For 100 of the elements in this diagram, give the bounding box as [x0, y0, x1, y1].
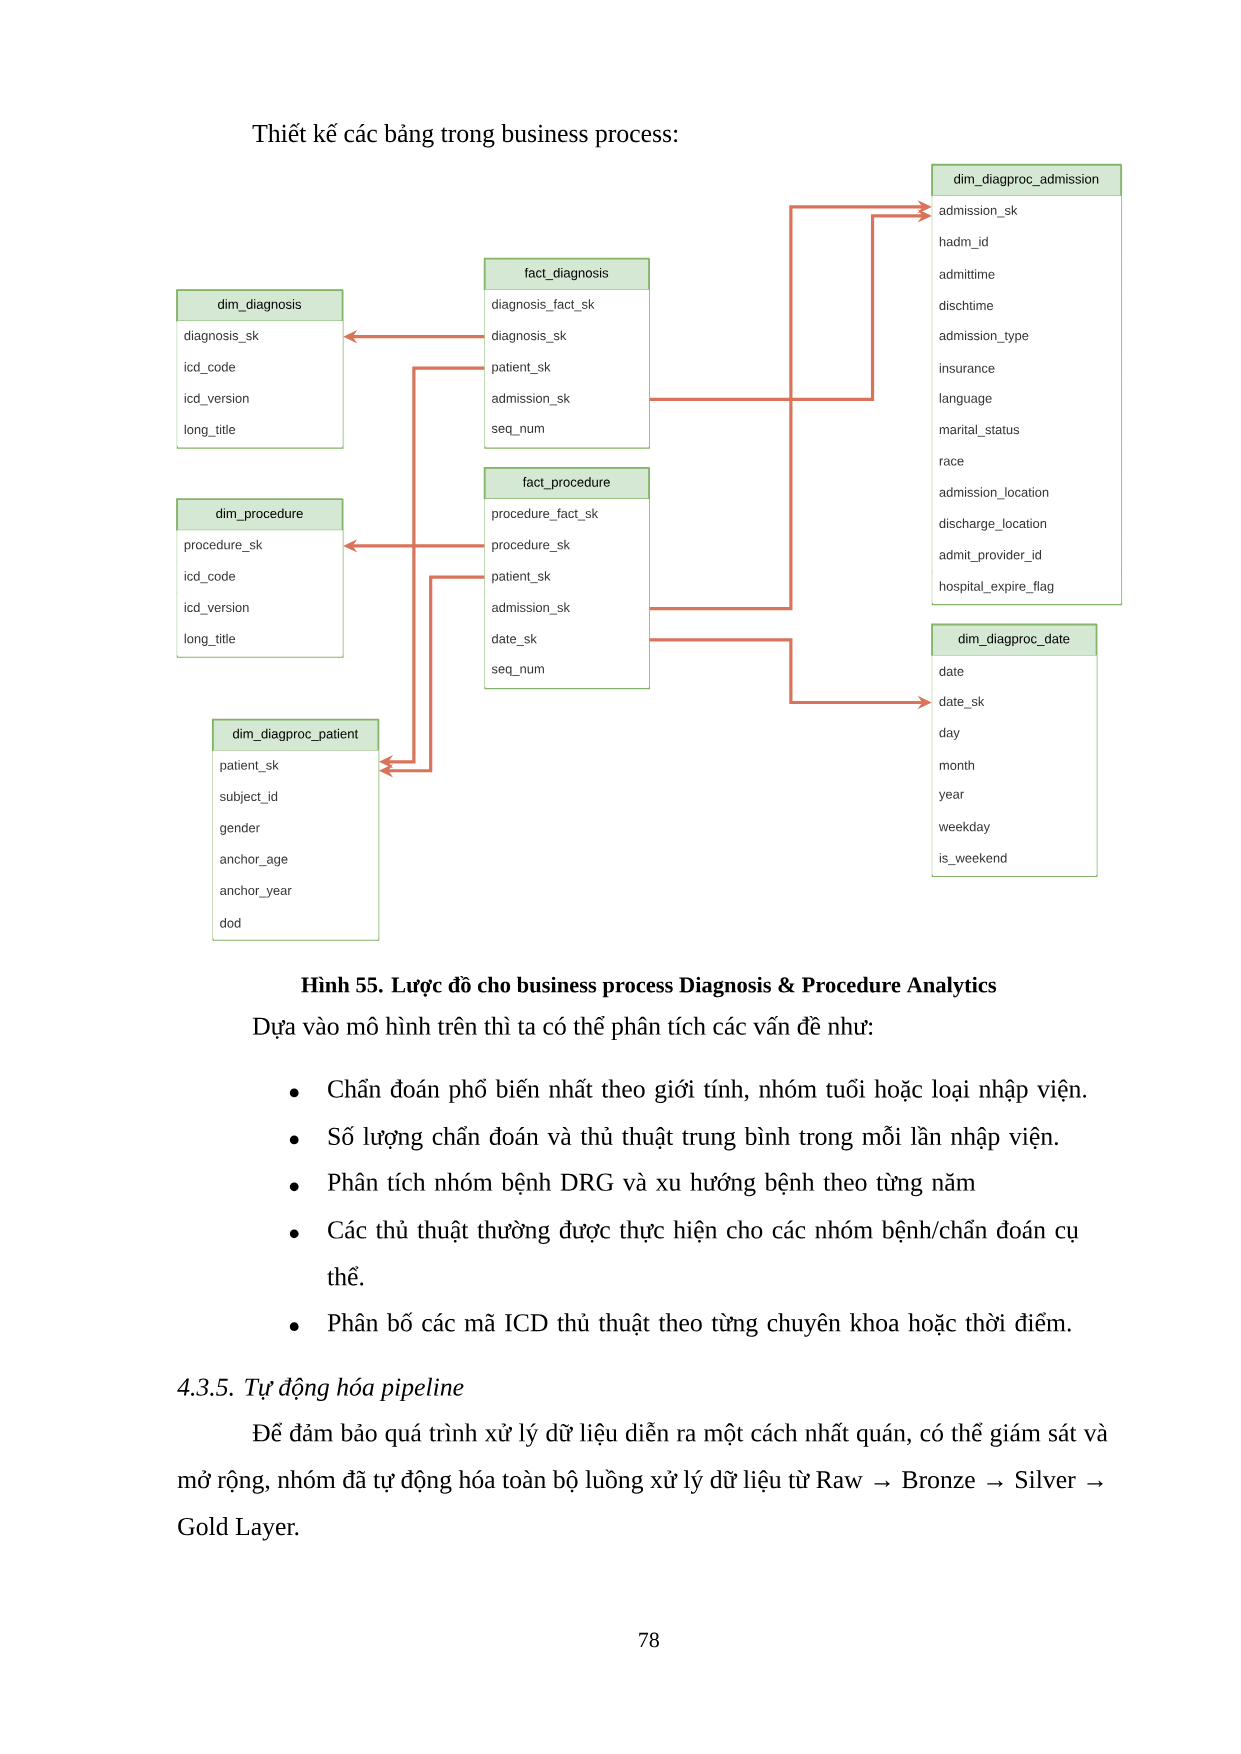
table-row: anchor_year	[213, 875, 379, 908]
node-label: long_title	[184, 633, 236, 646]
table-row: procedure_sk	[177, 530, 343, 562]
table-row: month	[932, 749, 1097, 781]
table-row: year	[932, 780, 1097, 813]
table-row: seq_num	[485, 655, 650, 687]
table-row: procedure_fact_sk	[485, 498, 650, 531]
table-row: dod	[213, 907, 379, 939]
node-label: seq_num	[492, 425, 545, 436]
node-label: icd_version	[184, 393, 249, 406]
node-label: anchor_age	[220, 854, 288, 867]
table-row: gender	[213, 813, 379, 845]
caption: Hình 55. Lược đồ cho business process Diagnosis & Procedure Analytics	[301, 975, 997, 998]
node-label: month	[939, 760, 975, 770]
table-row: date_sk	[485, 624, 650, 656]
table-row: long_title	[177, 624, 343, 656]
table-row: admission_sk	[932, 195, 1122, 228]
table-row: icd_code	[177, 352, 343, 384]
node-label: admission_location	[939, 487, 1049, 500]
table-row: weekday	[932, 812, 1097, 844]
node-label: race	[939, 458, 964, 466]
table-row: patient_sk	[485, 352, 650, 384]
node-label: date	[939, 666, 964, 676]
node-label: date_sk	[492, 633, 538, 646]
node-label: patient_sk	[492, 362, 551, 375]
node-label: admittime	[939, 269, 995, 279]
node-label: patient_sk	[492, 571, 551, 584]
node-label: dischtime	[939, 300, 994, 311]
table-row: discharge_location	[932, 509, 1122, 541]
node-label: weekday	[939, 821, 991, 834]
table-row: day	[932, 718, 1097, 750]
node-label: year	[939, 791, 965, 802]
list-item: Các thủ thuật thường được thực hiện cho các nhóm bệnh/chẩn đoán cụ thể.	[327, 1219, 1079, 1286]
node-label: marital_status	[939, 424, 1020, 437]
table-row: admittime	[932, 258, 1122, 290]
node-label: diagnosis_fact_sk	[492, 299, 595, 312]
node-label: is_weekend	[940, 853, 1007, 866]
table-row: insurance	[932, 352, 1122, 384]
node-label: procedure_sk	[184, 539, 263, 552]
node-label: date_sk	[939, 696, 985, 709]
table-row: dischtime	[932, 289, 1122, 322]
table-row: hospital_expire_flag	[932, 571, 1122, 603]
node-label: admission_sk	[492, 602, 571, 615]
table-row: admission_sk	[485, 592, 650, 625]
node-label: day	[939, 727, 960, 740]
table-row: icd_version	[177, 383, 343, 415]
table-row: icd_code	[177, 561, 343, 593]
node-label: hadm_id	[940, 236, 989, 249]
table-row: admission_location	[932, 477, 1122, 509]
node-label: seq_num	[492, 666, 545, 677]
node-label: procedure_fact_sk	[492, 508, 599, 521]
node-label: language	[940, 393, 992, 406]
table-row: marital_status	[932, 415, 1122, 447]
node-label: admission_type	[939, 330, 1029, 343]
node-label: anchor_year	[220, 885, 292, 898]
table-row: is_weekend	[932, 843, 1097, 875]
node-label: insurance	[940, 363, 995, 373]
table-row: admission_type	[932, 321, 1122, 353]
list-item: Chẩn đoán phổ biến nhất theo giới tính, nhóm tuổi hoặc loại nhập viện.	[328, 1078, 1087, 1103]
table-row: diagnosis_fact_sk	[485, 289, 650, 322]
table-row: admit_provider_id	[932, 540, 1122, 572]
node-label: icd_version	[184, 602, 249, 615]
table-row: date_sk	[932, 686, 1097, 719]
node-label: long_title	[184, 424, 236, 437]
list-item: Phân tích nhóm bệnh DRG và xu hướng bệnh theo từng năm	[328, 1172, 976, 1197]
node-label: subject_id	[220, 791, 278, 804]
list-item: Số lượng chẩn đoán và thủ thuật trung bình trong mỗi lần nhập viện.	[329, 1125, 1059, 1151]
table-row: race	[932, 446, 1122, 478]
node-label: gender	[220, 822, 260, 835]
table-row: procedure_sk	[485, 530, 650, 562]
list-item: Phân bố các mã ICD thủ thuật theo từng chuyên khoa hoặc thời điểm.	[328, 1312, 1071, 1337]
table-row: language	[932, 383, 1122, 415]
table-row: subject_id	[213, 781, 379, 814]
table-row: diagnosis_sk	[177, 321, 343, 353]
page-number: 78	[639, 1632, 660, 1648]
node-label: icd_code	[184, 362, 236, 374]
table-row: diagnosis_sk	[485, 321, 650, 353]
node-label: admit_provider_id	[939, 549, 1042, 562]
table-row: long_title	[177, 415, 343, 447]
table-row: anchor_age	[213, 844, 379, 876]
node-label: diagnosis_sk	[492, 330, 567, 343]
node-label: procedure_sk	[492, 539, 571, 552]
body-text: Thiết kế các bảng trong business process:	[252, 123, 678, 148]
table-row: seq_num	[485, 415, 650, 447]
table-row: date	[932, 655, 1097, 687]
table-row: icd_version	[177, 592, 343, 625]
body-text: Dựa vào mô hình trên thì ta có thể phân tích các vấn đề như:	[253, 1015, 873, 1041]
node-label: admission_sk	[492, 393, 571, 406]
section-heading: 4.3.5. Tự động hóa pipeline	[177, 1377, 464, 1401]
node-label: patient_sk	[220, 760, 279, 773]
paragraph: Để đảm bảo quá trình xử lý dữ liệu diễn ra một cách nhất quán, có thể giám sát và mở rộng, nhóm đã tự động hóa toàn bộ luồng xử lý dữ liệu từ Raw → Bronze → Silver → Gold Layer.	[177, 1422, 1108, 1541]
node-label: hospital_expire_flag	[940, 581, 1054, 594]
table-row: patient_sk	[213, 750, 379, 782]
node-label: icd_code	[184, 571, 236, 584]
table-row: admission_sk	[485, 383, 650, 415]
table-row: hadm_id	[932, 227, 1122, 259]
node-label: discharge_location	[939, 518, 1047, 531]
node-label: admission_sk	[939, 205, 1018, 218]
node-label: dod	[220, 918, 241, 928]
table-row: patient_sk	[485, 561, 650, 593]
